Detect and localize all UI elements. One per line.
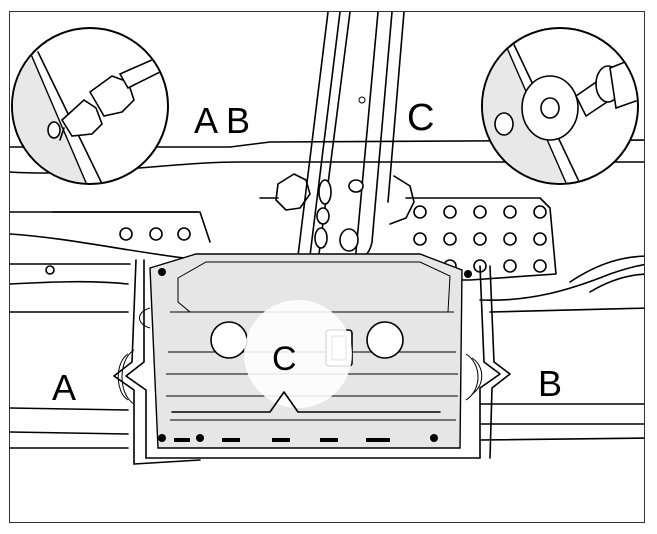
cover-panel <box>149 253 472 449</box>
left-strip <box>45 211 199 275</box>
label-side-right: B <box>538 363 562 404</box>
fastener-dot <box>464 270 472 278</box>
panel-hole-right <box>366 321 404 359</box>
perforation-hole <box>503 205 517 219</box>
technical-diagram: A B C C A B <box>10 12 644 465</box>
fastener-dot <box>158 268 166 276</box>
body-rails <box>10 139 644 449</box>
perforation-hole <box>443 205 457 219</box>
perforation-hole <box>473 205 487 219</box>
fastener-dot <box>430 434 438 442</box>
label-inset-right: C <box>407 97 434 139</box>
panel-hole-left <box>210 321 248 359</box>
label-inset-left: A B <box>194 100 250 141</box>
perforation-hole <box>473 232 487 246</box>
highlight-zone <box>244 300 352 408</box>
side-coils <box>117 307 483 405</box>
bracket-outline <box>113 259 511 465</box>
center-pillar <box>259 12 415 273</box>
perforation-hole <box>413 232 427 246</box>
label-side-left: A <box>52 367 76 408</box>
perforation-hole <box>413 205 427 219</box>
perforation-hole <box>503 232 517 246</box>
label-panel-center: C <box>272 340 297 378</box>
illustration-frame: A B C C A B <box>9 11 645 523</box>
perforation-hole <box>503 259 517 273</box>
perforation-hole <box>533 232 547 246</box>
inset-right <box>481 27 639 185</box>
perforation-hole <box>443 232 457 246</box>
perforation-hole <box>533 259 547 273</box>
perforation-hole <box>533 205 547 219</box>
fastener-dot <box>158 434 166 442</box>
fastener-dot <box>196 434 204 442</box>
inset-left <box>11 27 169 185</box>
